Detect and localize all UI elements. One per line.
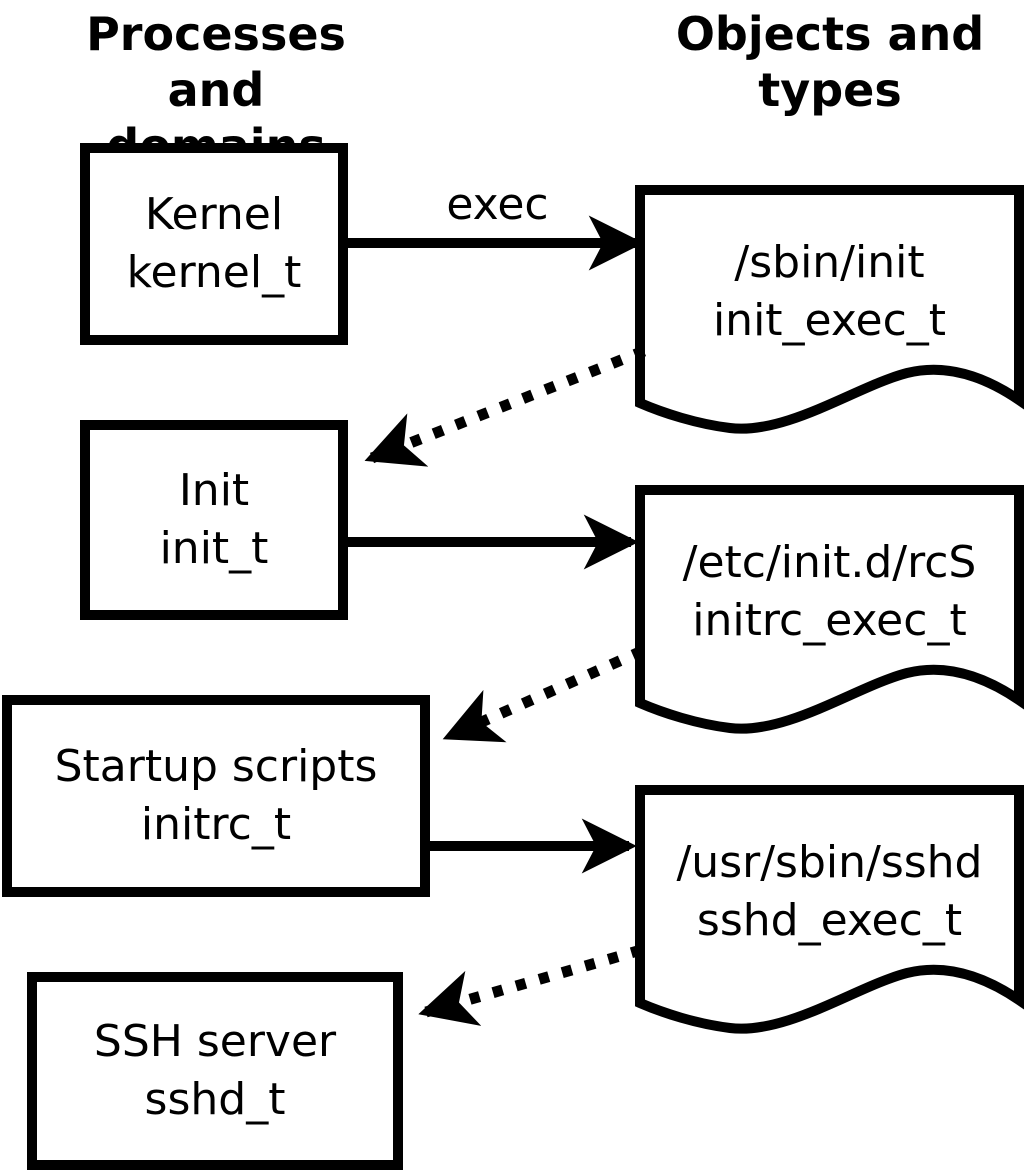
object-path: /sbin/init — [734, 237, 925, 288]
document-shape-usr-sbin-sshd — [635, 785, 1024, 1034]
process-domain: initrc_t — [140, 799, 292, 850]
transition-arrow-sbin-init-to-init — [364, 345, 647, 467]
process-domain: sshd_t — [144, 1074, 286, 1125]
process-box-kernel: Kernel kernel_t — [80, 143, 348, 345]
process-box-ssh-server: SSH server sshd_t — [27, 972, 403, 1170]
process-box-init: Init init_t — [80, 420, 348, 620]
object-label-etc-initd-rcs: /etc/init.d/rcS initrc_exec_t — [640, 497, 1019, 687]
exec-arrow-label: exec — [446, 179, 549, 230]
object-type: sshd_exec_t — [696, 895, 963, 946]
process-domain: init_t — [159, 523, 269, 574]
document-shape-etc-initd-rcs — [635, 485, 1024, 734]
transition-arrow-sshd-exec-to-sshd — [418, 944, 643, 1026]
process-name: Startup scripts — [54, 741, 378, 792]
document-shape-sbin-init — [635, 185, 1024, 434]
object-type: init_exec_t — [712, 295, 947, 346]
process-name: SSH server — [93, 1016, 337, 1067]
column-header-objects: Objects and types — [675, 7, 985, 117]
object-type: initrc_exec_t — [692, 595, 967, 646]
object-label-usr-sbin-sshd: /usr/sbin/sshd sshd_exec_t — [640, 797, 1019, 987]
process-name: Init — [178, 465, 250, 516]
process-name: Kernel — [144, 189, 284, 240]
transition-arrow-rcs-to-initrc — [442, 645, 645, 743]
process-domain: kernel_t — [126, 247, 302, 298]
process-box-startup-scripts: Startup scripts initrc_t — [2, 695, 430, 897]
object-path: /usr/sbin/sshd — [676, 837, 983, 888]
object-label-sbin-init: /sbin/init init_exec_t — [640, 197, 1019, 387]
object-path: /etc/init.d/rcS — [682, 537, 977, 588]
